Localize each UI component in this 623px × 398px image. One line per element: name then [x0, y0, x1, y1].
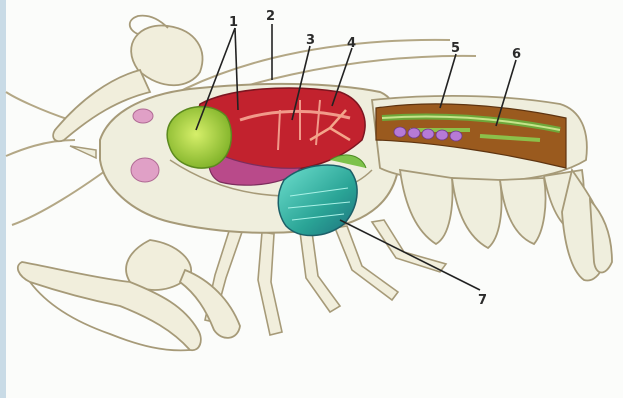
stomach — [167, 107, 231, 168]
claw-left — [18, 240, 240, 350]
label-5: 5 — [451, 41, 460, 56]
label-3: 3 — [306, 33, 315, 48]
label-2: 2 — [266, 9, 275, 24]
label-4: 4 — [347, 36, 356, 51]
walking-legs — [205, 220, 446, 335]
label-7: 7 — [478, 293, 487, 308]
label-1: 1 — [229, 15, 238, 30]
label-6: 6 — [512, 47, 521, 62]
